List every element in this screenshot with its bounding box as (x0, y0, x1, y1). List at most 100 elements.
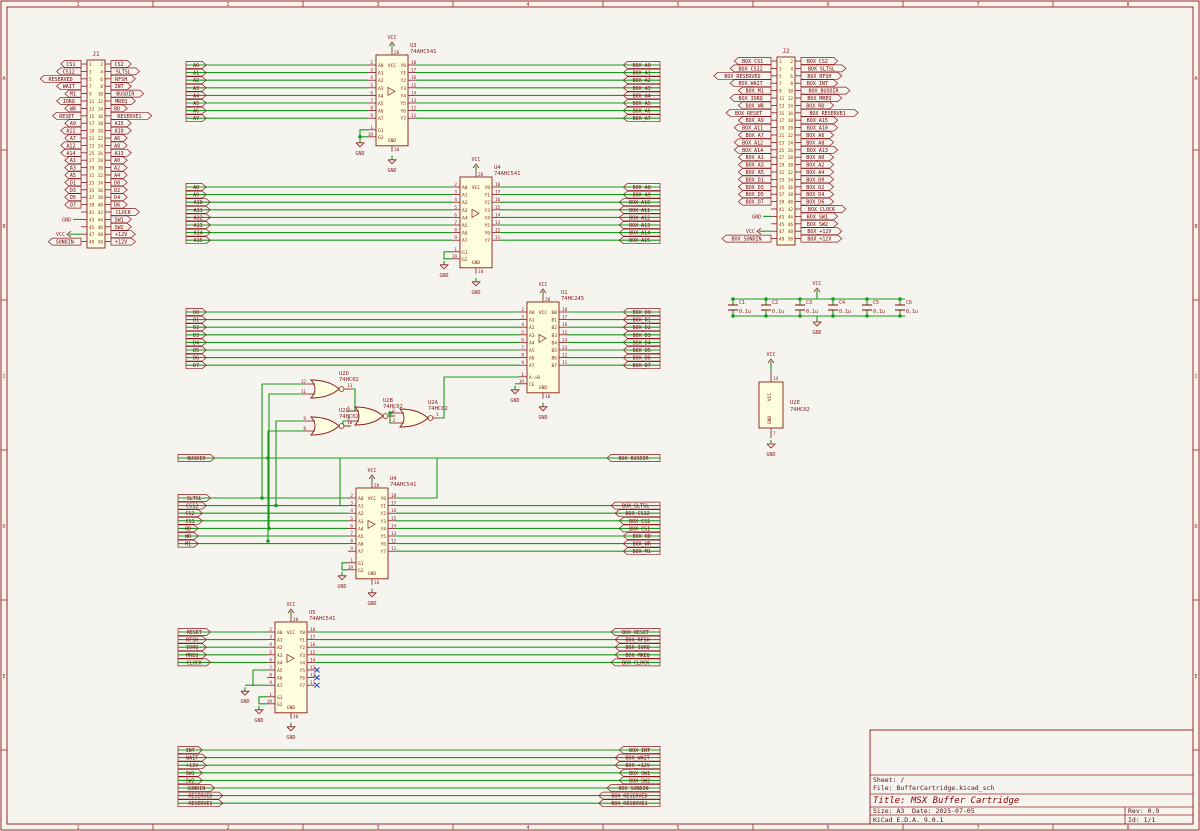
ic-pin-name: A0 (378, 63, 384, 69)
pin-number: 1 (350, 558, 353, 564)
net-label-flag (110, 222, 132, 231)
ic-pin-name: Y5 (299, 668, 305, 674)
pin-number: 3 (454, 190, 457, 196)
net-label-flag (800, 86, 851, 95)
net-label-flag (110, 141, 128, 150)
net-label-flag (177, 524, 199, 533)
ic-value: 74AHC541 (309, 616, 336, 622)
ic-pin-name: A3 (462, 208, 468, 214)
connector-net-label: +12V (115, 232, 127, 238)
pin-number: 17 (779, 118, 785, 124)
net-label-flag (185, 205, 211, 214)
passthrough-label: BOX_+12V (626, 763, 650, 769)
ic-input-label: IORQ (186, 645, 198, 651)
pin-number: 11 (562, 360, 568, 366)
connector-net-label: BOX_RESERVE1 (810, 111, 846, 117)
capacitor-value: 0.1u (839, 309, 851, 315)
frame-col-marker: 8 (1126, 2, 1129, 8)
ic-output-label: BOX_A7 (633, 116, 651, 122)
net-label-flag (733, 57, 772, 65)
net-label-flag (110, 148, 132, 157)
pin-number: 29 (779, 163, 785, 169)
connector-net-label: BOX_SW2 (807, 222, 828, 228)
net-label-flag (598, 799, 661, 808)
pin-number: 7 (779, 81, 782, 87)
ic-value: 74AHC541 (390, 482, 417, 488)
pin-number: 19 (519, 379, 525, 385)
net-label-flag (60, 141, 82, 150)
ic-output-label: BOX_CLOCK (622, 660, 649, 666)
pin-number: 47 (89, 232, 95, 238)
pin-number: 28 (98, 158, 104, 164)
connector-net-label: BOX_RD (806, 103, 824, 109)
net-label-flag (622, 61, 661, 69)
ic-output-label: BOX_D3 (633, 333, 651, 339)
gnd-symbol (538, 406, 548, 412)
ic-input-label: D5 (193, 348, 199, 354)
pin-number: 6 (350, 523, 353, 529)
connector-net-label: D0 (114, 180, 120, 186)
ic-output-label: BOX_D5 (633, 348, 651, 354)
net-label-flag (177, 509, 203, 518)
ic-pin-name: A4 (462, 215, 468, 221)
nor-gate-body (309, 379, 340, 399)
connector-net-label: RESERVE1 (117, 114, 141, 120)
connector-net-label: BOX_WR (746, 103, 765, 109)
ic-pin-name: B7 (551, 363, 557, 369)
net-label-flag (64, 119, 82, 128)
pin-number: 4 (370, 75, 373, 81)
net-label-flag (110, 193, 128, 202)
pin-number: 3 (779, 66, 782, 72)
connector-net-label: SW1 (115, 217, 124, 223)
ic-pin-name: A2 (277, 645, 283, 651)
net-label-flag (800, 227, 843, 236)
connector-net-label: BOX_SW1 (807, 214, 828, 220)
pin-number: 10 (98, 92, 104, 98)
junction-dot (260, 496, 264, 500)
net-label-flag (800, 160, 835, 169)
pin-number: 21 (89, 136, 95, 142)
gnd-label: GND (367, 601, 376, 607)
pin-number: 45 (779, 222, 785, 228)
pin-number: 8 (100, 84, 103, 90)
net-label-flag (110, 134, 128, 142)
ic-output-label: BOX_D2 (633, 325, 651, 331)
gnd-symbol (439, 264, 449, 270)
no-connect-marker (314, 674, 320, 681)
ic-pin-name: G1 (277, 695, 283, 701)
connector-net-label: BOX_M1 (746, 89, 764, 95)
pin-number: 26 (788, 148, 794, 154)
net-label-flag (610, 628, 661, 636)
passthrough-label: SUNDIN (187, 786, 205, 792)
connector-net-label: BOX_A0 (806, 155, 824, 161)
ic-value: 74HC02 (790, 407, 810, 413)
ic-pin-name: A1 (462, 193, 468, 199)
gate-ref: U2A (428, 400, 439, 406)
frame-row-marker: B (1194, 224, 1197, 230)
connector-net-label: D2 (114, 188, 120, 194)
ic-output-label: BOX_A12 (629, 215, 650, 221)
net-label-flag (110, 126, 132, 135)
net-label-flag (64, 104, 82, 113)
ic-output-label: BOX_RD (633, 534, 651, 540)
ic-input-label: D1 (193, 318, 199, 324)
gnd-label: GND (240, 699, 249, 705)
pin-number: 15 (562, 330, 568, 336)
pin-number: 18 (310, 627, 316, 633)
net-label-flag (618, 516, 661, 525)
ic-input-label: D6 (193, 356, 199, 362)
pin-number: 27 (89, 158, 95, 164)
title-rev: Rev: 0.9 (1128, 807, 1159, 815)
net-label-flag (60, 60, 82, 68)
pin-number: 5 (370, 83, 373, 89)
connector-net-label: BOX_RESERVED (724, 74, 760, 80)
frame-row-marker: D (1194, 524, 1197, 530)
pin-number: 5 (350, 516, 353, 522)
net-label-flag (618, 746, 661, 754)
pin-number: 22 (788, 133, 794, 139)
ic-ref: U5 (309, 610, 316, 616)
net-label-flag (800, 94, 843, 102)
ic-input-label: MREQ (186, 653, 198, 659)
pin-number: 19 (779, 126, 785, 132)
net-label-flag (110, 97, 136, 105)
